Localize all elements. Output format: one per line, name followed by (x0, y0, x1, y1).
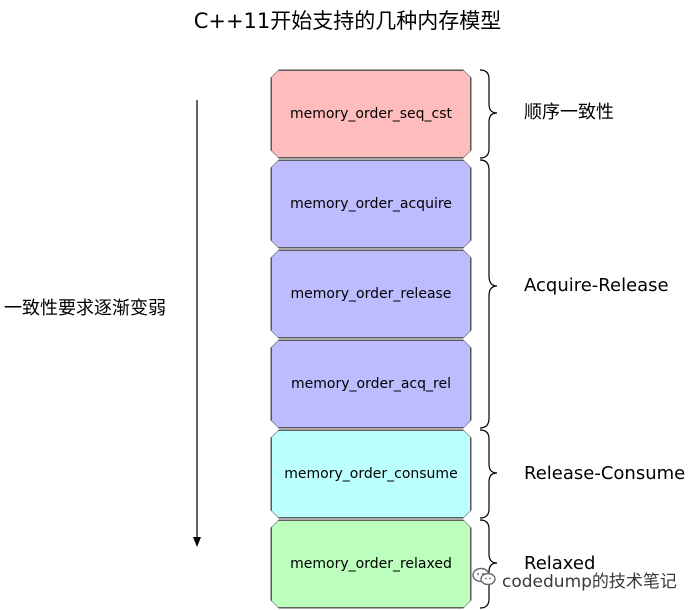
box-memory-order-acq-rel: memory_order_acq_rel (271, 340, 471, 428)
group-label-relaxed: Relaxed (524, 553, 596, 574)
group-label-acquire-release: Acquire-Release (524, 275, 669, 296)
box-memory-order-seq-cst: memory_order_seq_cst (271, 70, 471, 158)
box-memory-order-relaxed: memory_order_relaxed (271, 520, 471, 608)
watermark-text: codedump的技术笔记 (502, 571, 677, 592)
diagram-title: C++11开始支持的几种内存模型 (193, 9, 502, 33)
brace-relaxed (479, 519, 498, 609)
box-memory-order-release: memory_order_release (271, 250, 471, 338)
weakening-arrow-head (193, 537, 201, 547)
group-label-seq-cst: 顺序一致性 (524, 102, 614, 123)
brace-acquire-release (479, 159, 498, 429)
group-label-release-consume: Release-Consume (524, 463, 686, 484)
box-memory-order-acquire: memory_order_acquire (271, 160, 471, 248)
consistency-axis-label: 一致性要求逐渐变弱 (4, 298, 166, 319)
brace-seq-cst (479, 69, 498, 159)
watermark: codedump的技术笔记 (472, 565, 677, 593)
wechat-icon (472, 567, 496, 592)
box-memory-order-consume: memory_order_consume (271, 430, 471, 518)
brace-release-consume (479, 429, 498, 519)
